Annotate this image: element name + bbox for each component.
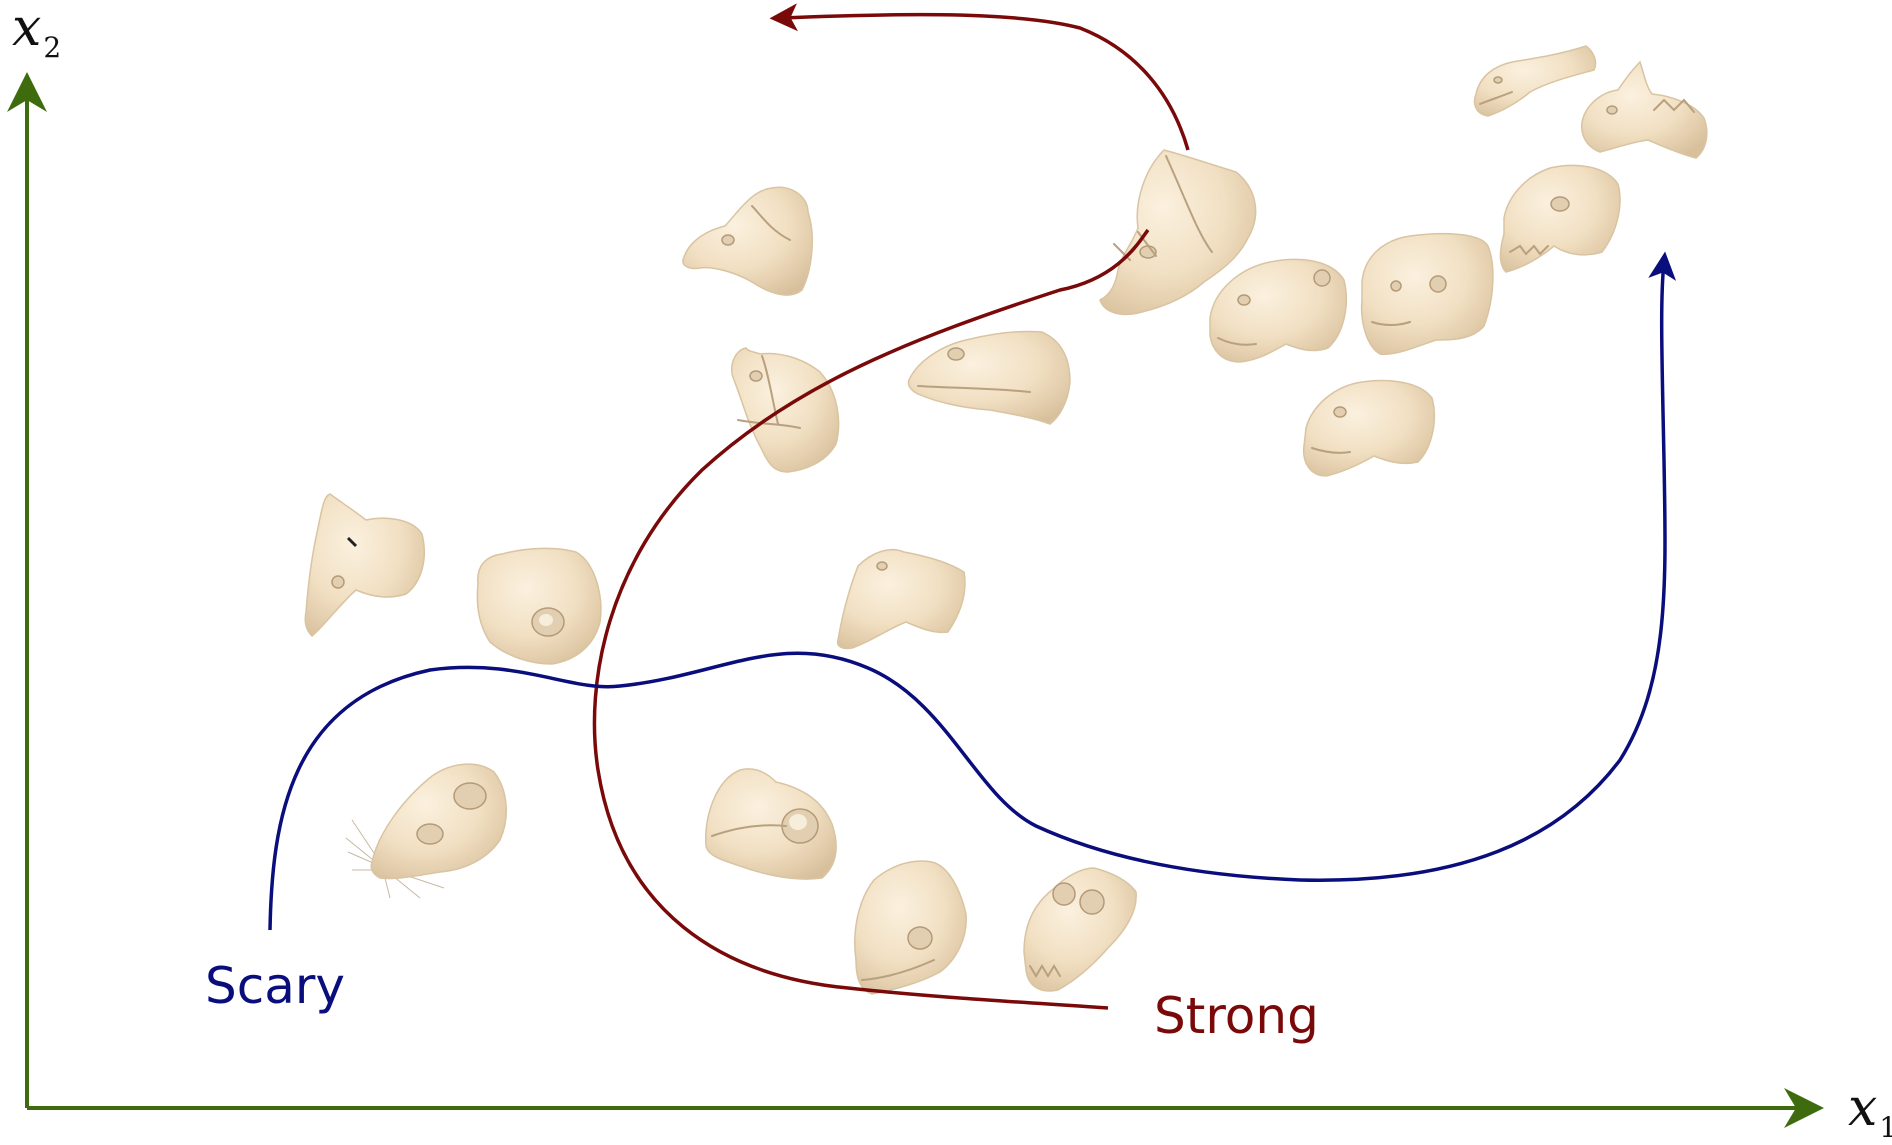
rat-head-icon bbox=[305, 494, 424, 636]
deer-head-icon bbox=[683, 187, 812, 295]
x-axis-label: x1 bbox=[1848, 1078, 1892, 1144]
strong-label: Strong bbox=[1154, 987, 1319, 1045]
duck-head-icon bbox=[1024, 868, 1136, 991]
mouse-head-icon bbox=[346, 764, 506, 898]
frog-head-icon bbox=[706, 769, 836, 879]
frog-head-icon bbox=[855, 861, 966, 994]
strong-curve-top-arc bbox=[780, 15, 1188, 150]
bear-head-icon bbox=[1362, 234, 1493, 355]
lizard-head-icon bbox=[838, 550, 965, 649]
dinosaur-head-icon bbox=[1475, 46, 1596, 116]
horse-head-icon bbox=[732, 348, 839, 472]
bear-head-icon bbox=[1304, 381, 1435, 476]
scary-label: Scary bbox=[205, 957, 345, 1015]
frog-head-icon bbox=[477, 548, 601, 664]
y-axis-label: x2 bbox=[12, 0, 61, 64]
dragon-head-icon bbox=[1582, 62, 1707, 158]
crocodile-head-icon bbox=[908, 331, 1070, 424]
dinosaur-head-icon bbox=[1501, 165, 1621, 272]
bear-head-icon bbox=[1210, 259, 1346, 362]
